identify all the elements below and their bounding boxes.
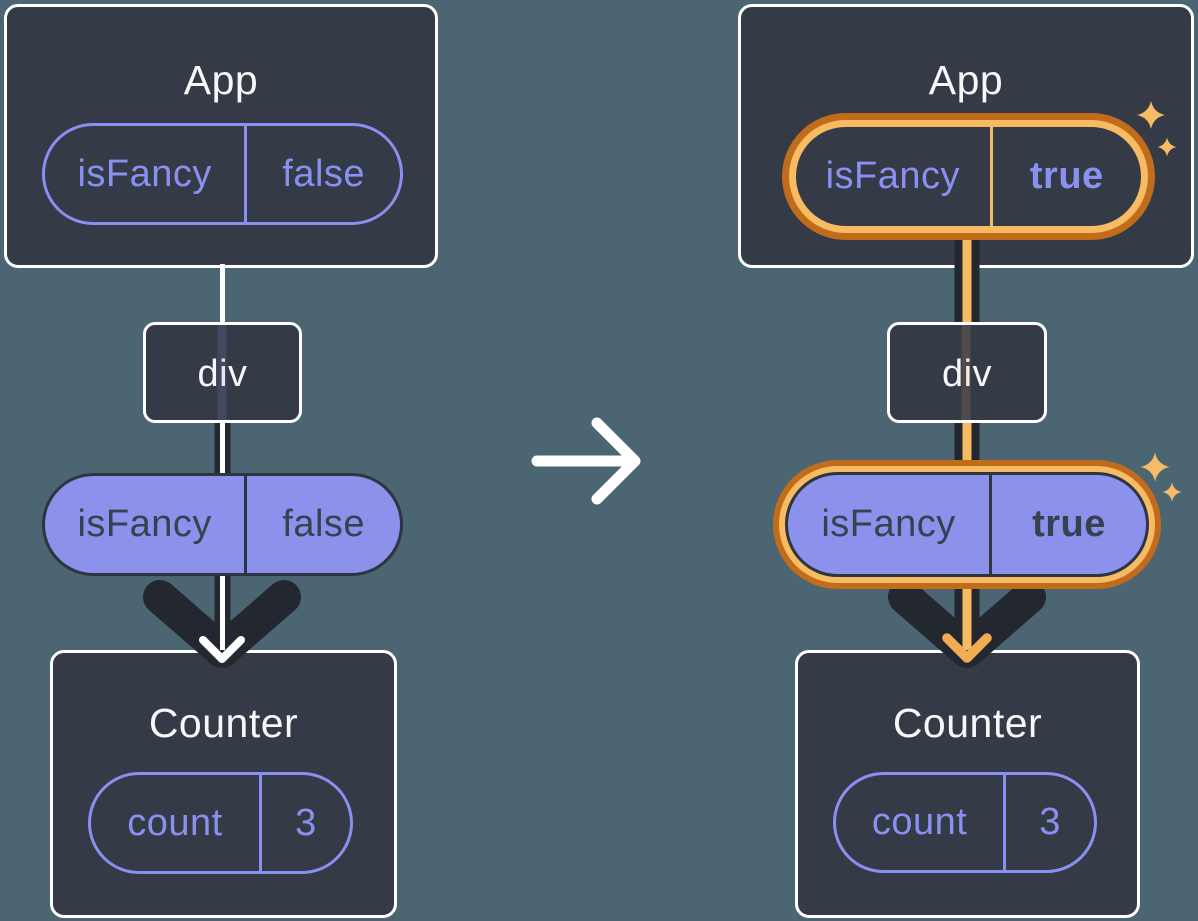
state-name: count xyxy=(91,775,262,871)
prop-pill-app-after-highlight: isFancy true xyxy=(782,113,1155,240)
state-value: 3 xyxy=(1039,801,1061,843)
passed-prop-pill-after: isFancy true xyxy=(785,472,1149,577)
connector-through-div-before xyxy=(217,325,227,420)
sparkle-icon xyxy=(1162,482,1182,502)
prop-value: false xyxy=(282,503,366,545)
big-arrowhead-before xyxy=(143,580,301,668)
big-arrowhead-after xyxy=(888,580,1046,668)
connector-app-div-after xyxy=(962,228,972,322)
state-value: 3 xyxy=(295,801,317,844)
prop-name: isFancy xyxy=(45,126,248,222)
arrow-right-icon xyxy=(531,417,641,505)
connector-div-pill-before xyxy=(220,423,225,480)
sparkle-icon xyxy=(1157,137,1177,157)
passed-prop-pill-before: isFancy false xyxy=(42,473,403,576)
counter-title-after: Counter xyxy=(892,700,1043,746)
counter-title-before: Counter xyxy=(148,700,299,746)
prop-value: true xyxy=(1032,503,1106,545)
connector-app-div-before xyxy=(220,264,225,322)
sparkle-icon xyxy=(1137,101,1165,129)
div-node-after: div xyxy=(887,322,1047,423)
prop-value: true xyxy=(1029,155,1104,197)
prop-name: isFancy xyxy=(788,475,993,574)
prop-pill-app-before: isFancy false xyxy=(42,123,403,225)
sparkle-icon xyxy=(1140,452,1170,482)
div-node-before: div xyxy=(143,322,302,423)
app-title-after: App xyxy=(928,57,1004,103)
div-title-after: div xyxy=(890,351,1044,397)
app-title-before: App xyxy=(183,57,259,103)
div-title-before: div xyxy=(146,351,299,397)
orange-arrowhead-after xyxy=(942,633,992,663)
connector-pill-counter-after xyxy=(962,580,972,650)
prop-value: false xyxy=(282,152,366,195)
passed-prop-pill-after-highlight: isFancy true xyxy=(773,460,1161,589)
state-name: count xyxy=(836,775,1007,870)
state-pill-after: count 3 xyxy=(833,772,1097,873)
connector-through-div-after xyxy=(961,325,971,420)
white-arrowhead-before xyxy=(199,636,245,663)
prop-name: isFancy xyxy=(796,127,993,226)
connector-pill-counter-before xyxy=(220,574,225,650)
connector-div-pill-after xyxy=(962,423,972,473)
prop-name: isFancy xyxy=(45,476,248,573)
state-pill-before: count 3 xyxy=(88,772,353,874)
prop-pill-app-after: isFancy true xyxy=(796,127,1141,226)
